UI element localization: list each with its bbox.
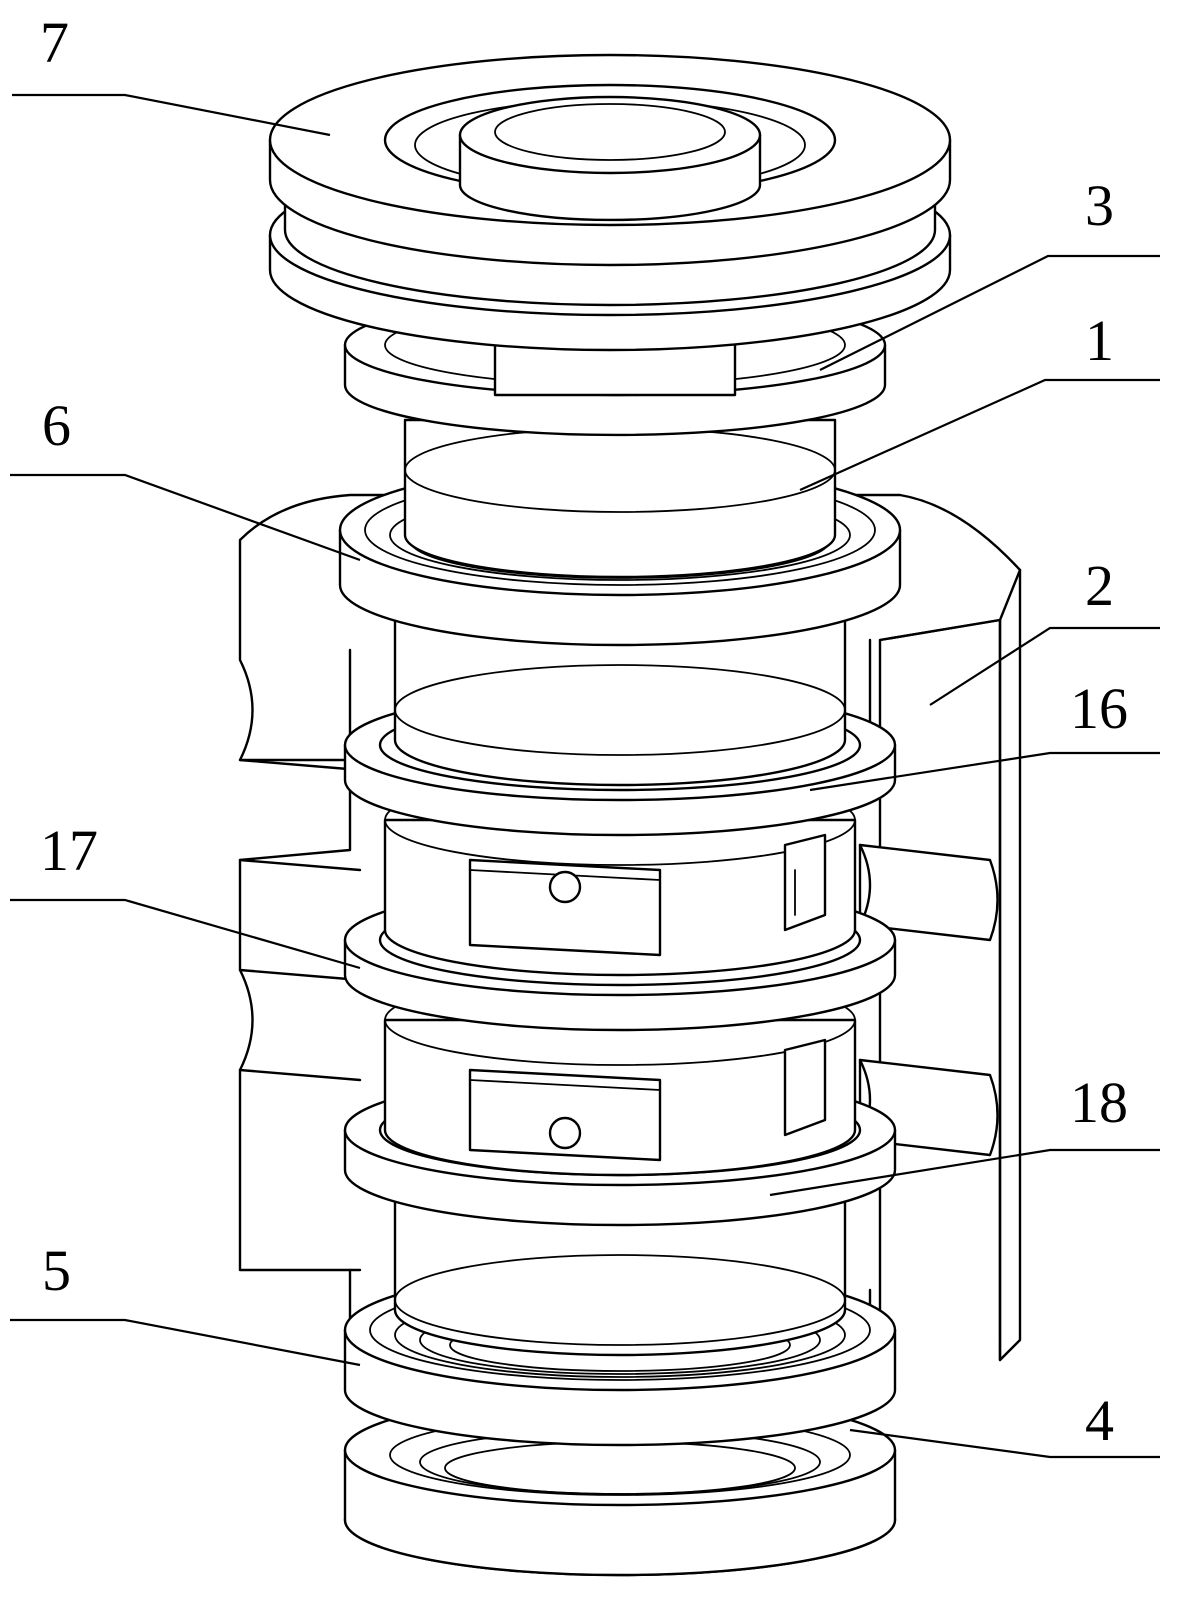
label-16: 16 <box>1070 676 1128 741</box>
top-pulley <box>268 53 952 352</box>
leader-6 <box>10 473 361 562</box>
lower-sleeve <box>383 974 857 1177</box>
leader-2 <box>929 626 1160 706</box>
label-2: 2 <box>1085 553 1114 618</box>
label-17: 17 <box>40 818 98 883</box>
leader-7 <box>12 93 331 137</box>
label-7: 7 <box>40 10 69 75</box>
label-5: 5 <box>42 1238 71 1303</box>
label-18: 18 <box>1070 1070 1128 1135</box>
shaft-middle <box>393 618 847 787</box>
label-6: 6 <box>42 393 71 458</box>
leader-lines <box>10 93 1160 1459</box>
leader-3 <box>819 254 1160 371</box>
leader-5 <box>10 1318 361 1367</box>
leader-17 <box>10 898 361 970</box>
shaft-lower <box>393 1178 847 1357</box>
leader-18 <box>769 1148 1160 1197</box>
part-labels: 7 3 1 6 2 16 17 18 5 4 <box>40 10 1128 1453</box>
label-3: 3 <box>1085 173 1114 238</box>
leader-4 <box>849 1428 1160 1459</box>
leader-16 <box>809 751 1160 792</box>
leader-1 <box>799 378 1160 492</box>
label-4: 4 <box>1085 1388 1114 1453</box>
shaft-upper <box>403 418 837 579</box>
upper-sleeve <box>383 774 857 977</box>
label-1: 1 <box>1085 308 1114 373</box>
